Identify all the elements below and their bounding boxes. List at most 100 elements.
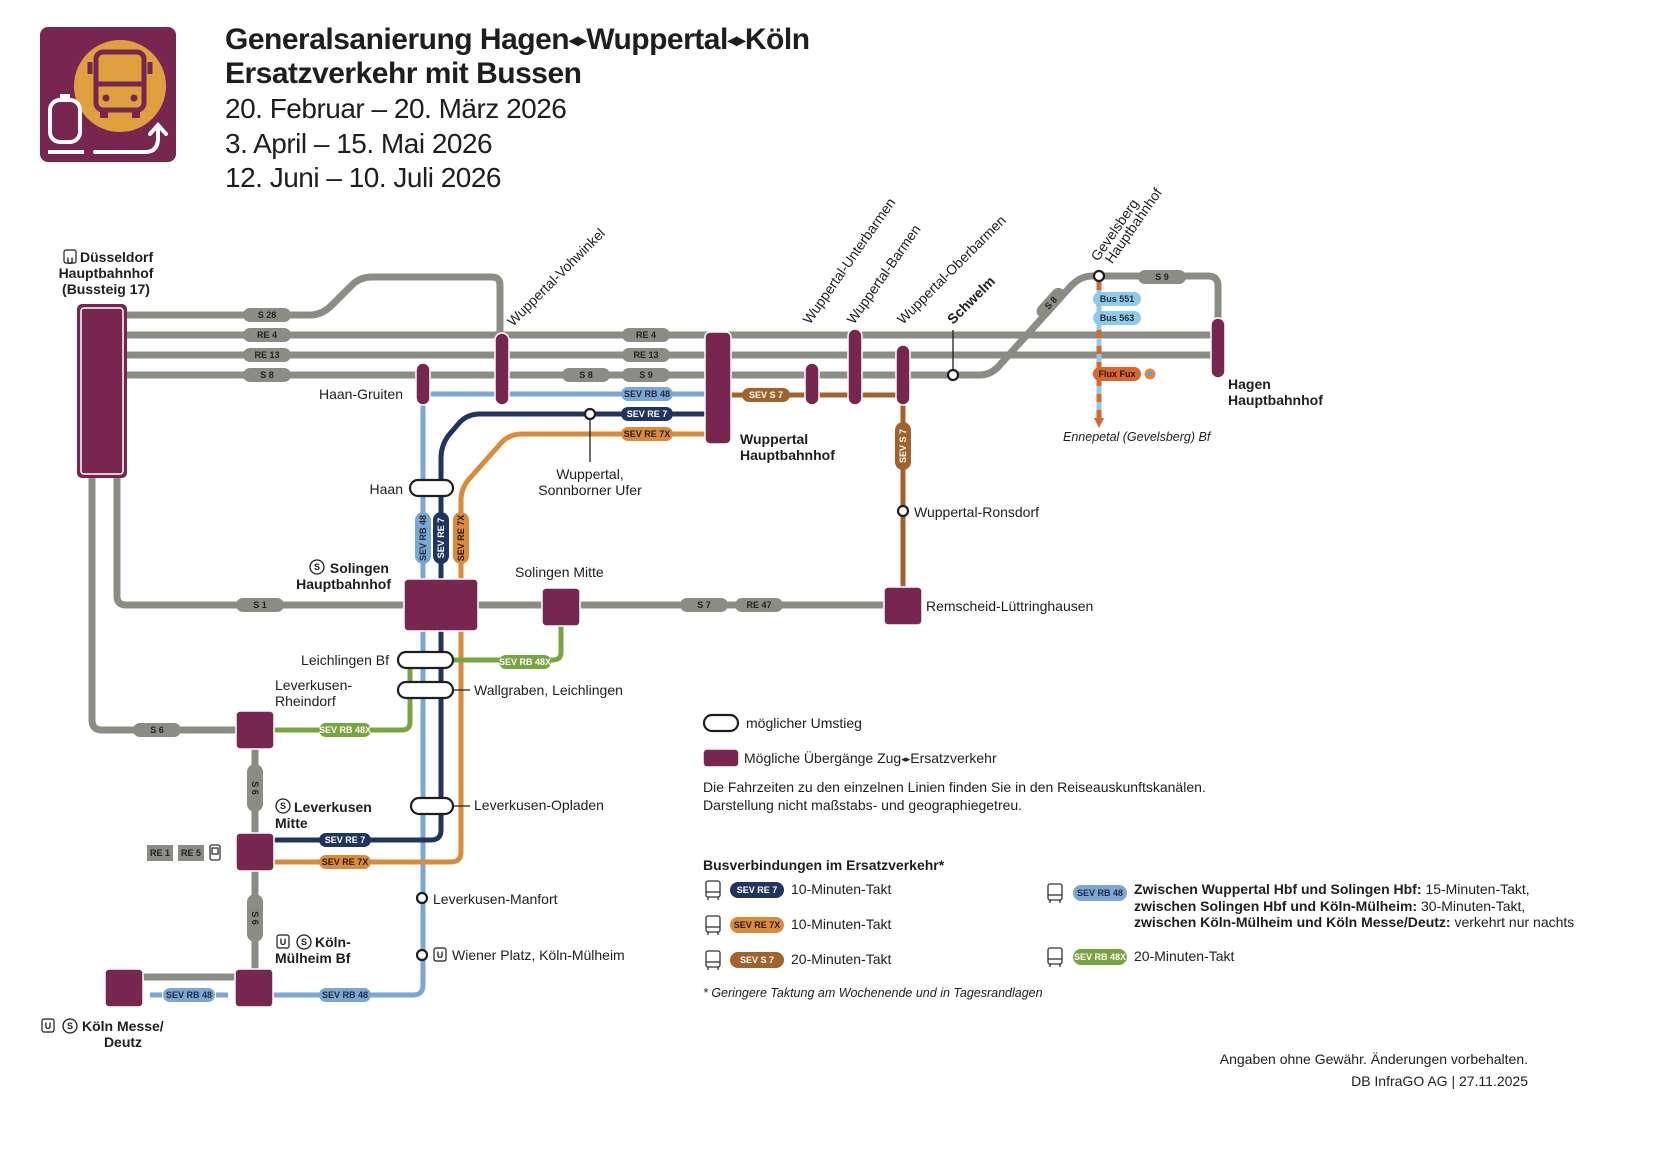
svg-text:SEV S 7: SEV S 7	[749, 390, 783, 400]
label-s8: S 8	[243, 368, 291, 382]
legend-uebergang-label: Mögliche Übergänge Zug◂▸Ersatzverkehr	[744, 749, 997, 766]
label-re13: RE 13	[243, 348, 291, 362]
bus-row-sev-rb48: SEV RB 48 Zwischen Wuppertal Hbf und Sol…	[1047, 881, 1574, 930]
line-s28	[106, 273, 504, 344]
svg-text:S 9: S 9	[639, 370, 653, 380]
station-hagen-hbf[interactable]	[1210, 317, 1226, 379]
line-s6-west	[88, 466, 259, 734]
label-rheindorf: Leverkusen-Rheindorf	[275, 677, 352, 709]
station-solingen-mitte[interactable]	[541, 587, 581, 627]
station-koeln-muelheim[interactable]	[234, 968, 274, 1008]
svg-text:RE 1: RE 1	[150, 848, 170, 858]
label-wiener-platz: U Wiener Platz, Köln-Mülheim	[433, 947, 625, 963]
station-oberbarmen[interactable]	[895, 344, 911, 406]
stop-manfort[interactable]	[415, 891, 429, 905]
label-re1: RE 1	[147, 845, 173, 861]
stop-haan[interactable]	[408, 478, 455, 498]
transfer-arrow-icon	[93, 121, 168, 154]
label-re4-east: RE 4	[622, 328, 670, 342]
label-sev-rb48-messe: SEV RB 48	[163, 988, 215, 1002]
svg-text:SEV RB 48X: SEV RB 48X	[1074, 952, 1126, 962]
svg-text:SEV RE 7X: SEV RE 7X	[624, 429, 671, 439]
label-s9: S 9	[622, 368, 670, 382]
bus-icon	[705, 915, 721, 935]
svg-text:zwischen Köln-Mülheim und Köln: zwischen Köln-Mülheim und Köln Messe/Deu…	[1134, 914, 1574, 930]
legend-note-2: Darstellung nicht maßstabs- und geograph…	[703, 797, 1022, 813]
svg-text:S 7: S 7	[697, 600, 711, 610]
label-opladen: Leverkusen-Opladen	[474, 797, 604, 813]
label-re5: RE 5	[178, 845, 204, 861]
label-s7: S 7	[680, 598, 728, 612]
label-s8-diag: S 8	[1036, 287, 1066, 319]
footer-disclaimer: Angaben ohne Gewähr. Änderungen vorbehal…	[1220, 1051, 1528, 1067]
station-haan-gruiten[interactable]	[415, 362, 431, 406]
svg-text:SEV RB 48: SEV RB 48	[1077, 888, 1123, 898]
stop-wallgraben[interactable]	[396, 680, 455, 700]
svg-text:zwischen Solingen Hbf und Köln: zwischen Solingen Hbf und Köln-Mülheim: …	[1134, 898, 1525, 914]
station-remscheid-luettringhausen[interactable]	[883, 586, 923, 626]
svg-text:Düsseldorf: Düsseldorf	[80, 249, 153, 265]
svg-text:U: U	[280, 937, 287, 947]
svg-text:Köln-: Köln-	[315, 934, 351, 950]
station-unterbarmen[interactable]	[804, 362, 820, 406]
svg-text:(Bussteig 17): (Bussteig 17)	[62, 281, 150, 297]
legend: möglicher Umstieg Mögliche Übergänge Zug…	[702, 713, 1574, 1000]
s-bahn-icon	[62, 1018, 78, 1034]
station-barmen[interactable]	[847, 328, 863, 406]
stop-schwelm[interactable]	[946, 368, 960, 382]
stop-wiener-platz[interactable]	[415, 948, 429, 962]
s-bahn-icon	[309, 559, 325, 575]
svg-text:SEV RB 48: SEV RB 48	[166, 990, 212, 1000]
station-leverkusen-mitte[interactable]	[235, 832, 275, 872]
label-leverkusen-mitte: S Leverkusen Mitte	[275, 798, 372, 831]
label-sev-s7-vertical: SEV S 7	[895, 422, 911, 470]
line-s1	[113, 466, 907, 609]
svg-text:SEV RB 48X: SEV RB 48X	[319, 725, 371, 735]
station-vohwinkel[interactable]	[494, 332, 510, 406]
label-sev-re7-lev: SEV RE 7	[319, 833, 371, 847]
station-wuppertal-hbf[interactable]	[704, 331, 732, 445]
svg-text:S 6: S 6	[250, 911, 260, 925]
u-bahn-icon	[433, 947, 447, 962]
line-sev-s7	[712, 392, 906, 608]
train-icon	[209, 844, 221, 861]
svg-text:20-Minuten-Takt: 20-Minuten-Takt	[791, 951, 891, 967]
svg-text:S 6: S 6	[250, 781, 260, 795]
stop-gevelsberg[interactable]	[1092, 269, 1106, 283]
train-icon	[48, 94, 84, 154]
svg-text:Wiener Platz, Köln-Mülheim: Wiener Platz, Köln-Mülheim	[452, 947, 625, 963]
label-ronsdorf: Wuppertal-Ronsdorf	[914, 504, 1039, 520]
svg-text:Bus 551: Bus 551	[1100, 294, 1135, 304]
fluxfux-logo-icon	[1144, 368, 1156, 380]
svg-text:S: S	[301, 937, 307, 947]
label-sev-re7-vertical: SEV RE 7	[433, 512, 449, 564]
label-manfort: Leverkusen-Manfort	[433, 891, 558, 907]
svg-text:S 1: S 1	[253, 600, 267, 610]
bus-icon	[1047, 947, 1063, 967]
stop-sonnborner-ufer[interactable]	[583, 407, 597, 421]
u-bahn-icon	[276, 934, 290, 949]
stop-leichlingen-bf[interactable]	[396, 650, 455, 670]
leader-lines	[453, 330, 954, 807]
label-duesseldorf-hbf: U Düsseldorf Hauptbahnhof (Bussteig 17)	[59, 249, 154, 297]
stop-ronsdorf[interactable]	[896, 504, 910, 518]
label-solingen-hbf: S Solingen Hauptbahnhof	[296, 559, 391, 592]
stop-leverkusen-opladen[interactable]	[409, 796, 455, 816]
svg-text:RE 4: RE 4	[257, 330, 277, 340]
station-solingen-hbf[interactable]	[403, 578, 479, 632]
bus-footnote: * Geringere Taktung am Wochenende und in…	[703, 986, 1043, 1000]
station-koeln-messe-deutz[interactable]	[104, 968, 144, 1008]
bus-row-sev-rb48x: SEV RB 48X 20-Minuten-Takt	[1047, 947, 1234, 967]
label-wallgraben: Wallgraben, Leichlingen	[474, 682, 623, 698]
label-leichlingen-bf: Leichlingen Bf	[301, 652, 389, 668]
svg-text:U: U	[437, 950, 444, 960]
label-bus563: Bus 563	[1093, 311, 1141, 325]
station-leverkusen-rheindorf[interactable]	[235, 710, 275, 750]
station-duesseldorf-hbf[interactable]	[77, 304, 127, 478]
label-haan-gruiten: Haan-Gruiten	[319, 386, 403, 402]
date-range-2: 3. April – 15. Mai 2026	[225, 128, 492, 159]
svg-text:U: U	[67, 256, 74, 266]
